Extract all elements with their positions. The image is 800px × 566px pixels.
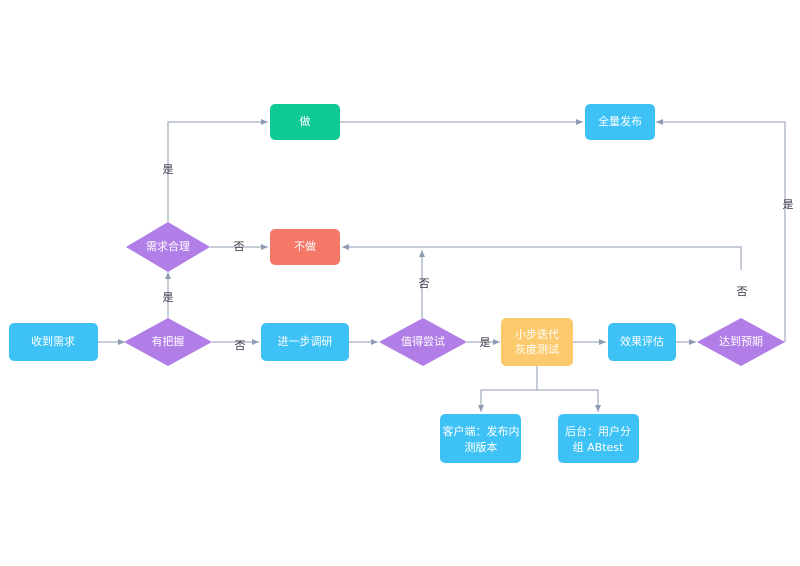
svg-text:做: 做: [300, 114, 311, 128]
svg-text:不做: 不做: [294, 239, 316, 253]
svg-text:后台：用户分: 后台：用户分: [565, 424, 631, 438]
edge-meet-yes-to-release: [656, 119, 786, 342]
svg-text:进一步调研: 进一步调研: [278, 335, 333, 348]
svg-text:效果评估: 效果评估: [620, 334, 664, 348]
edges: [98, 119, 786, 412]
node-receive-requirement: 收到需求: [9, 323, 98, 361]
node-client-release: 客户端：发布内 测版本: [440, 414, 521, 463]
svg-text:有把握: 有把握: [152, 334, 185, 348]
svg-text:全量发布: 全量发布: [598, 114, 642, 128]
decision-meet-expectation: 达到预期: [697, 318, 785, 366]
label-yes-do: 是: [163, 163, 174, 176]
node-evaluate-effect: 效果评估: [608, 323, 676, 361]
svg-text:测版本: 测版本: [465, 440, 498, 454]
svg-text:小步迭代: 小步迭代: [515, 328, 559, 341]
label-yes-release: 是: [783, 198, 794, 211]
svg-text:灰度测试: 灰度测试: [515, 342, 559, 356]
label-no-notdo: 否: [234, 240, 245, 253]
decision-worth-trying: 值得尝试: [379, 318, 467, 366]
nodes: 收到需求 有把握 需求合理 做 不做 进一步调研 值: [9, 104, 785, 463]
edge-iterate-branch: [478, 366, 538, 412]
label-yes-iterate: 是: [480, 336, 491, 349]
node-not-do: 不做: [270, 229, 340, 265]
node-further-research: 进一步调研: [261, 323, 349, 361]
label-yes-reasonable: 是: [163, 291, 174, 304]
svg-text:客户端：发布内: 客户端：发布内: [443, 424, 520, 438]
label-no-meet: 否: [737, 285, 748, 298]
svg-text:收到需求: 收到需求: [31, 334, 75, 348]
node-full-release: 全量发布: [585, 104, 655, 140]
node-do: 做: [270, 104, 340, 140]
decision-confident: 有把握: [124, 318, 212, 366]
label-no-worth: 否: [419, 277, 430, 290]
svg-text:达到预期: 达到预期: [719, 335, 763, 348]
edge-reasonable-to-do: [167, 119, 268, 222]
decision-requirement-reasonable: 需求合理: [126, 222, 210, 272]
edge-iterate-branch-right: [537, 389, 601, 412]
svg-text:值得尝试: 值得尝试: [401, 335, 445, 348]
node-backend-abtest: 后台：用户分 组 ABtest: [558, 414, 639, 463]
edge-labels: 是 是 否 否 否 是 否 是: [163, 163, 794, 352]
label-no-research: 否: [235, 339, 246, 352]
svg-text:需求合理: 需求合理: [146, 239, 190, 253]
node-iterate-gray-test: 小步迭代 灰度测试: [501, 318, 573, 366]
svg-text:组 ABtest: 组 ABtest: [573, 440, 624, 454]
edge-meet-no-to-notdo: [342, 244, 742, 270]
